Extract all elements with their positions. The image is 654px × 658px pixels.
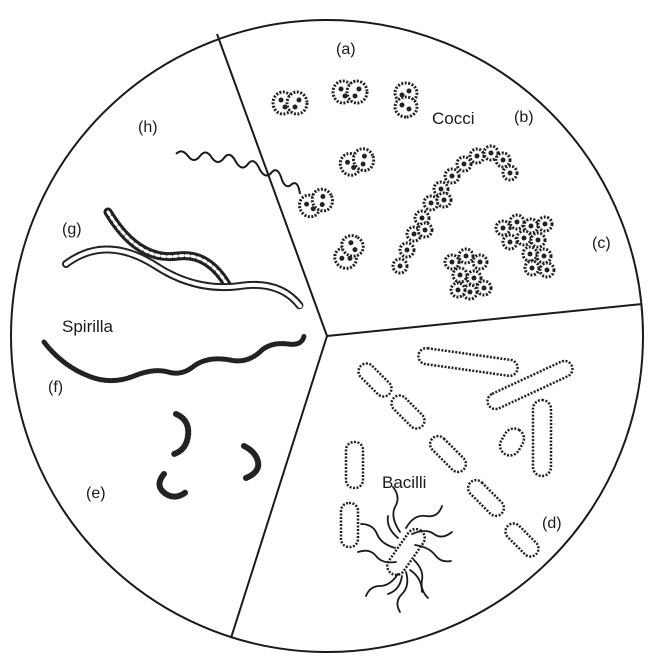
label-g: (g) <box>62 221 82 238</box>
label-h: (h) <box>138 119 158 136</box>
label-a: (a) <box>336 41 356 58</box>
group-label-spirilla: Spirilla <box>62 317 114 336</box>
label-f: (f) <box>48 379 63 396</box>
label-d: (d) <box>542 515 562 532</box>
diplococci-illustration <box>273 81 417 272</box>
streptococci-chain <box>393 146 517 273</box>
sector-dividers <box>217 34 642 638</box>
bacilli-illustration <box>341 347 575 578</box>
spirillum-illustration <box>44 336 304 381</box>
staphylococci-clusters <box>445 215 554 299</box>
label-b: (b) <box>514 109 534 126</box>
group-label-bacilli: Bacilli <box>382 473 426 492</box>
label-e: (e) <box>86 485 106 502</box>
vibrio-illustration <box>159 414 258 497</box>
spirochete-illustration <box>66 212 300 306</box>
group-label-cocci: Cocci <box>432 109 475 128</box>
treponema-illustration <box>176 151 300 194</box>
label-c: (c) <box>592 235 611 252</box>
